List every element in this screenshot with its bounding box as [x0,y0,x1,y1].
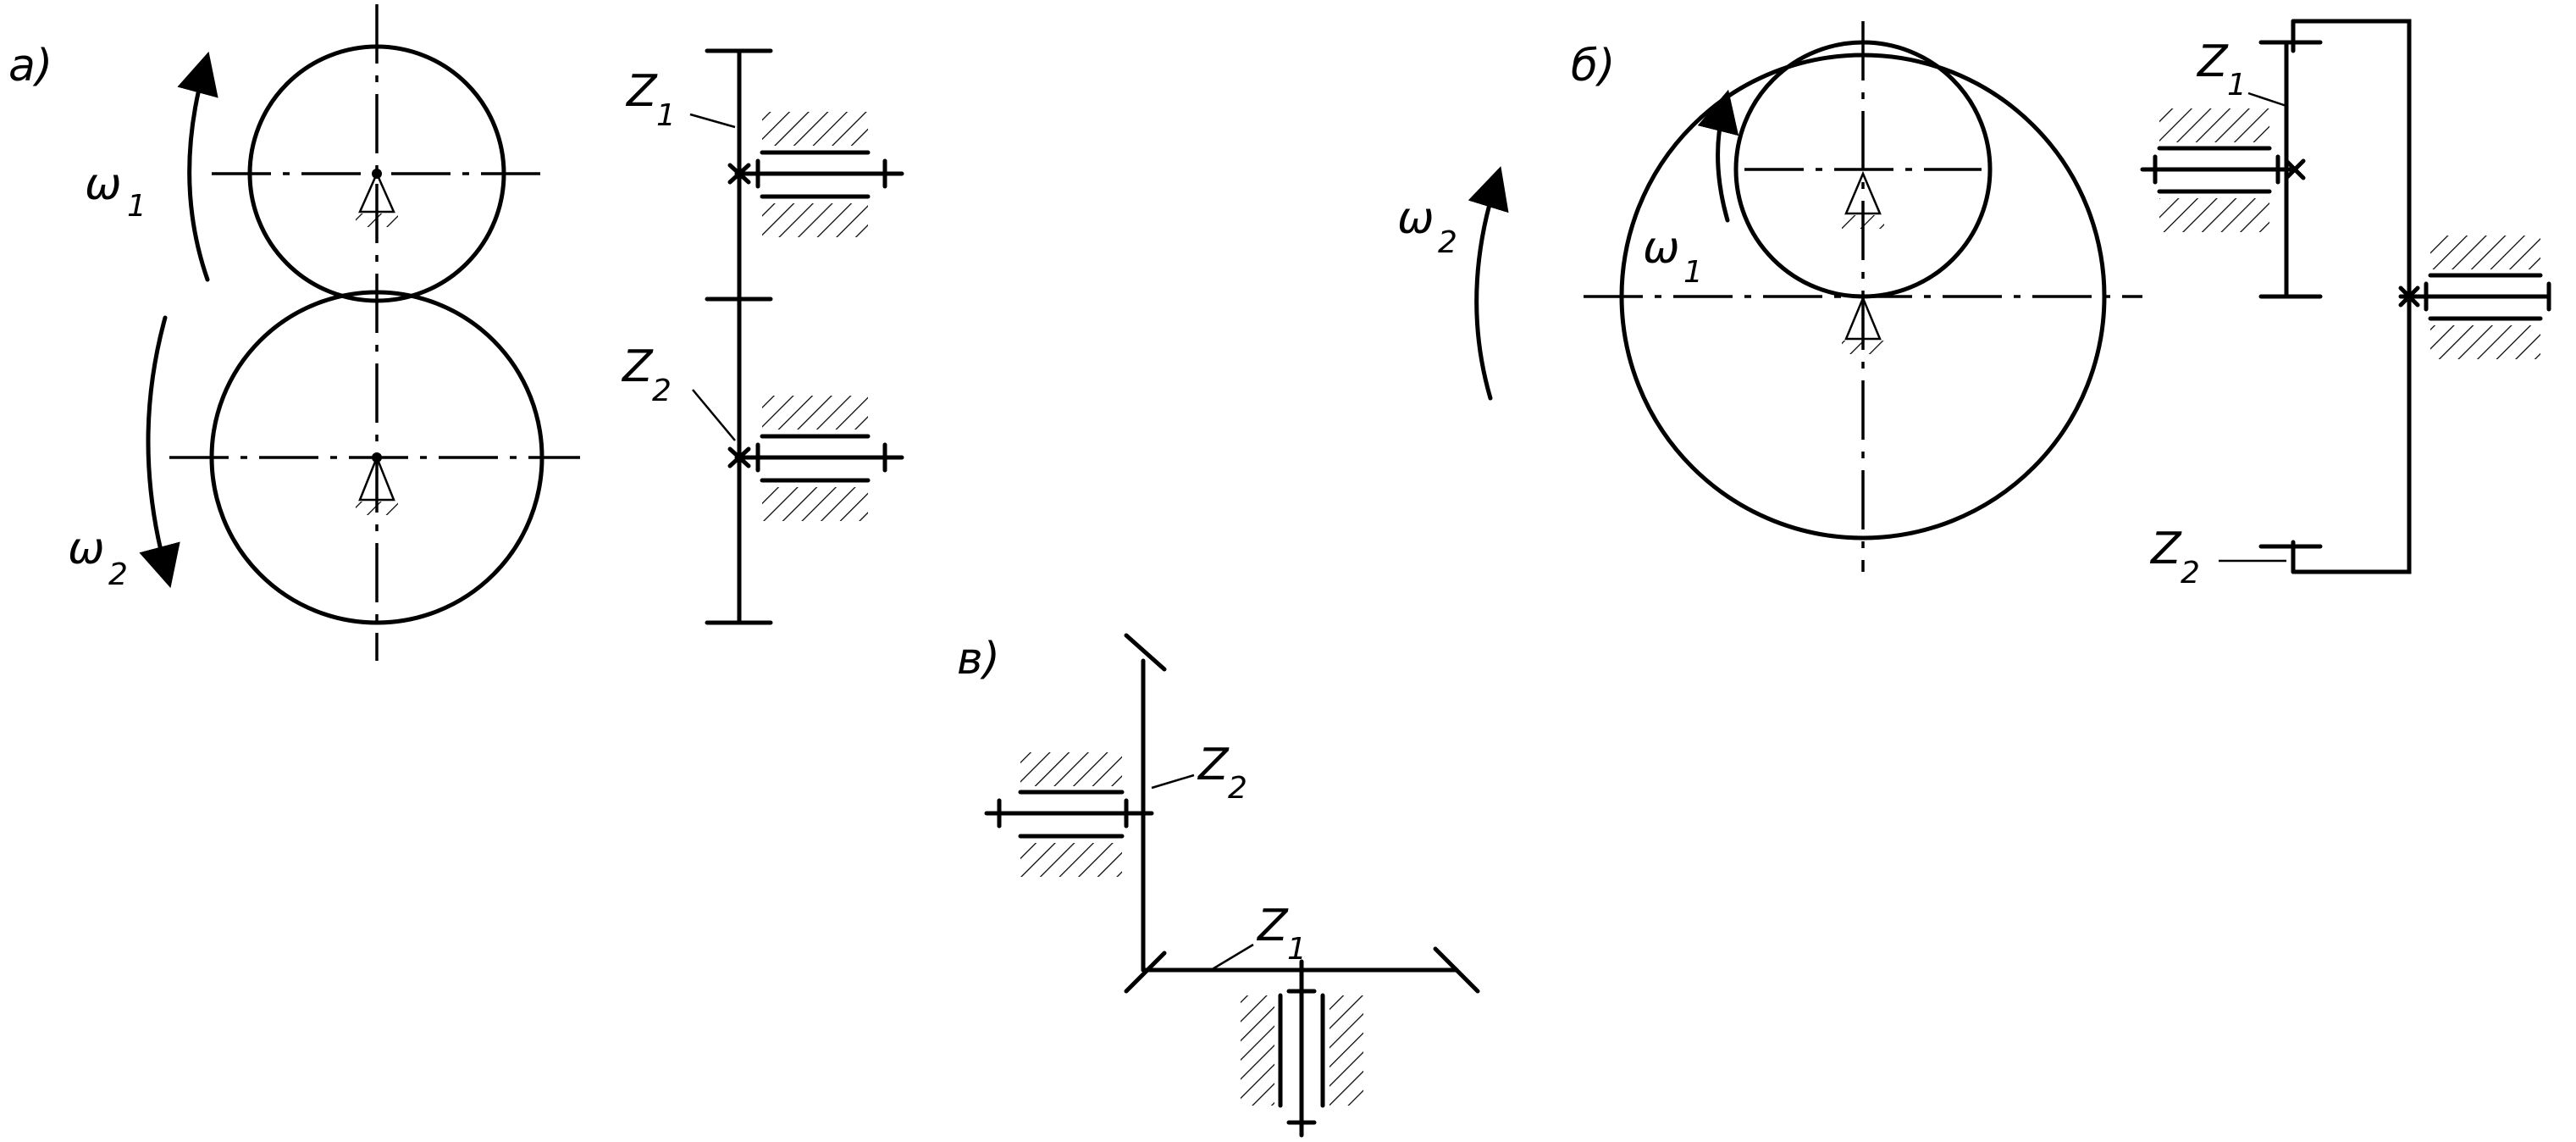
z1-label: Z [1256,901,1289,951]
panel-b-label: б) [1571,41,1615,91]
z2-subscript: 2 [652,374,672,408]
pinion-shaft-icon [2140,108,2306,232]
bevel-shaft-2-icon [984,752,1154,877]
panel-v-label: в) [957,634,1000,685]
omega-2-arrow-icon [1468,166,1509,401]
z1-subscript: 1 [656,98,676,133]
ring-shaft-icon [2398,236,2551,359]
z1-subscript: 1 [2227,68,2247,103]
z2-label: Z [1197,740,1230,790]
shaft-1-icon [727,112,904,237]
omega-2-subscript: 2 [108,557,128,592]
omega-1-arrow-icon [177,51,218,282]
z1-subscript: 1 [1287,932,1307,967]
omega-2-subscript: 2 [1438,225,1457,260]
bevel-shaft-1-icon [1241,959,1363,1138]
pinion-support-icon [1842,170,1884,229]
z1-label: Z [625,66,658,117]
z1-label: Z [2196,36,2229,87]
ring-support-icon [1842,295,1884,354]
omega-1-subscript: 1 [127,189,146,224]
omega-2-symbol: ω [1397,193,1434,244]
gear-2-support-icon [356,452,398,515]
z2-label: Z [621,341,654,392]
panel-a-label: а) [8,41,53,91]
panel-a: а) ω 1 ω 2 [8,4,904,661]
z2-label: Z [2149,524,2182,574]
omega-1-symbol: ω [85,159,122,210]
omega-1-symbol: ω [1643,223,1680,274]
z2-subscript: 2 [2181,556,2200,590]
omega-2-symbol: ω [68,524,105,574]
gear-1-support-icon [356,169,398,227]
omega-1-subscript: 1 [1683,255,1703,290]
panel-b: б) ω 1 ω 2 [1397,19,2551,590]
omega-2-arrow-icon [139,315,180,589]
panel-v: в) Z 2 Z 1 [957,633,1480,1138]
z2-subscript: 2 [1228,771,1247,806]
shaft-2-icon [727,396,904,521]
omega-1-arrow-icon [1697,89,1739,223]
